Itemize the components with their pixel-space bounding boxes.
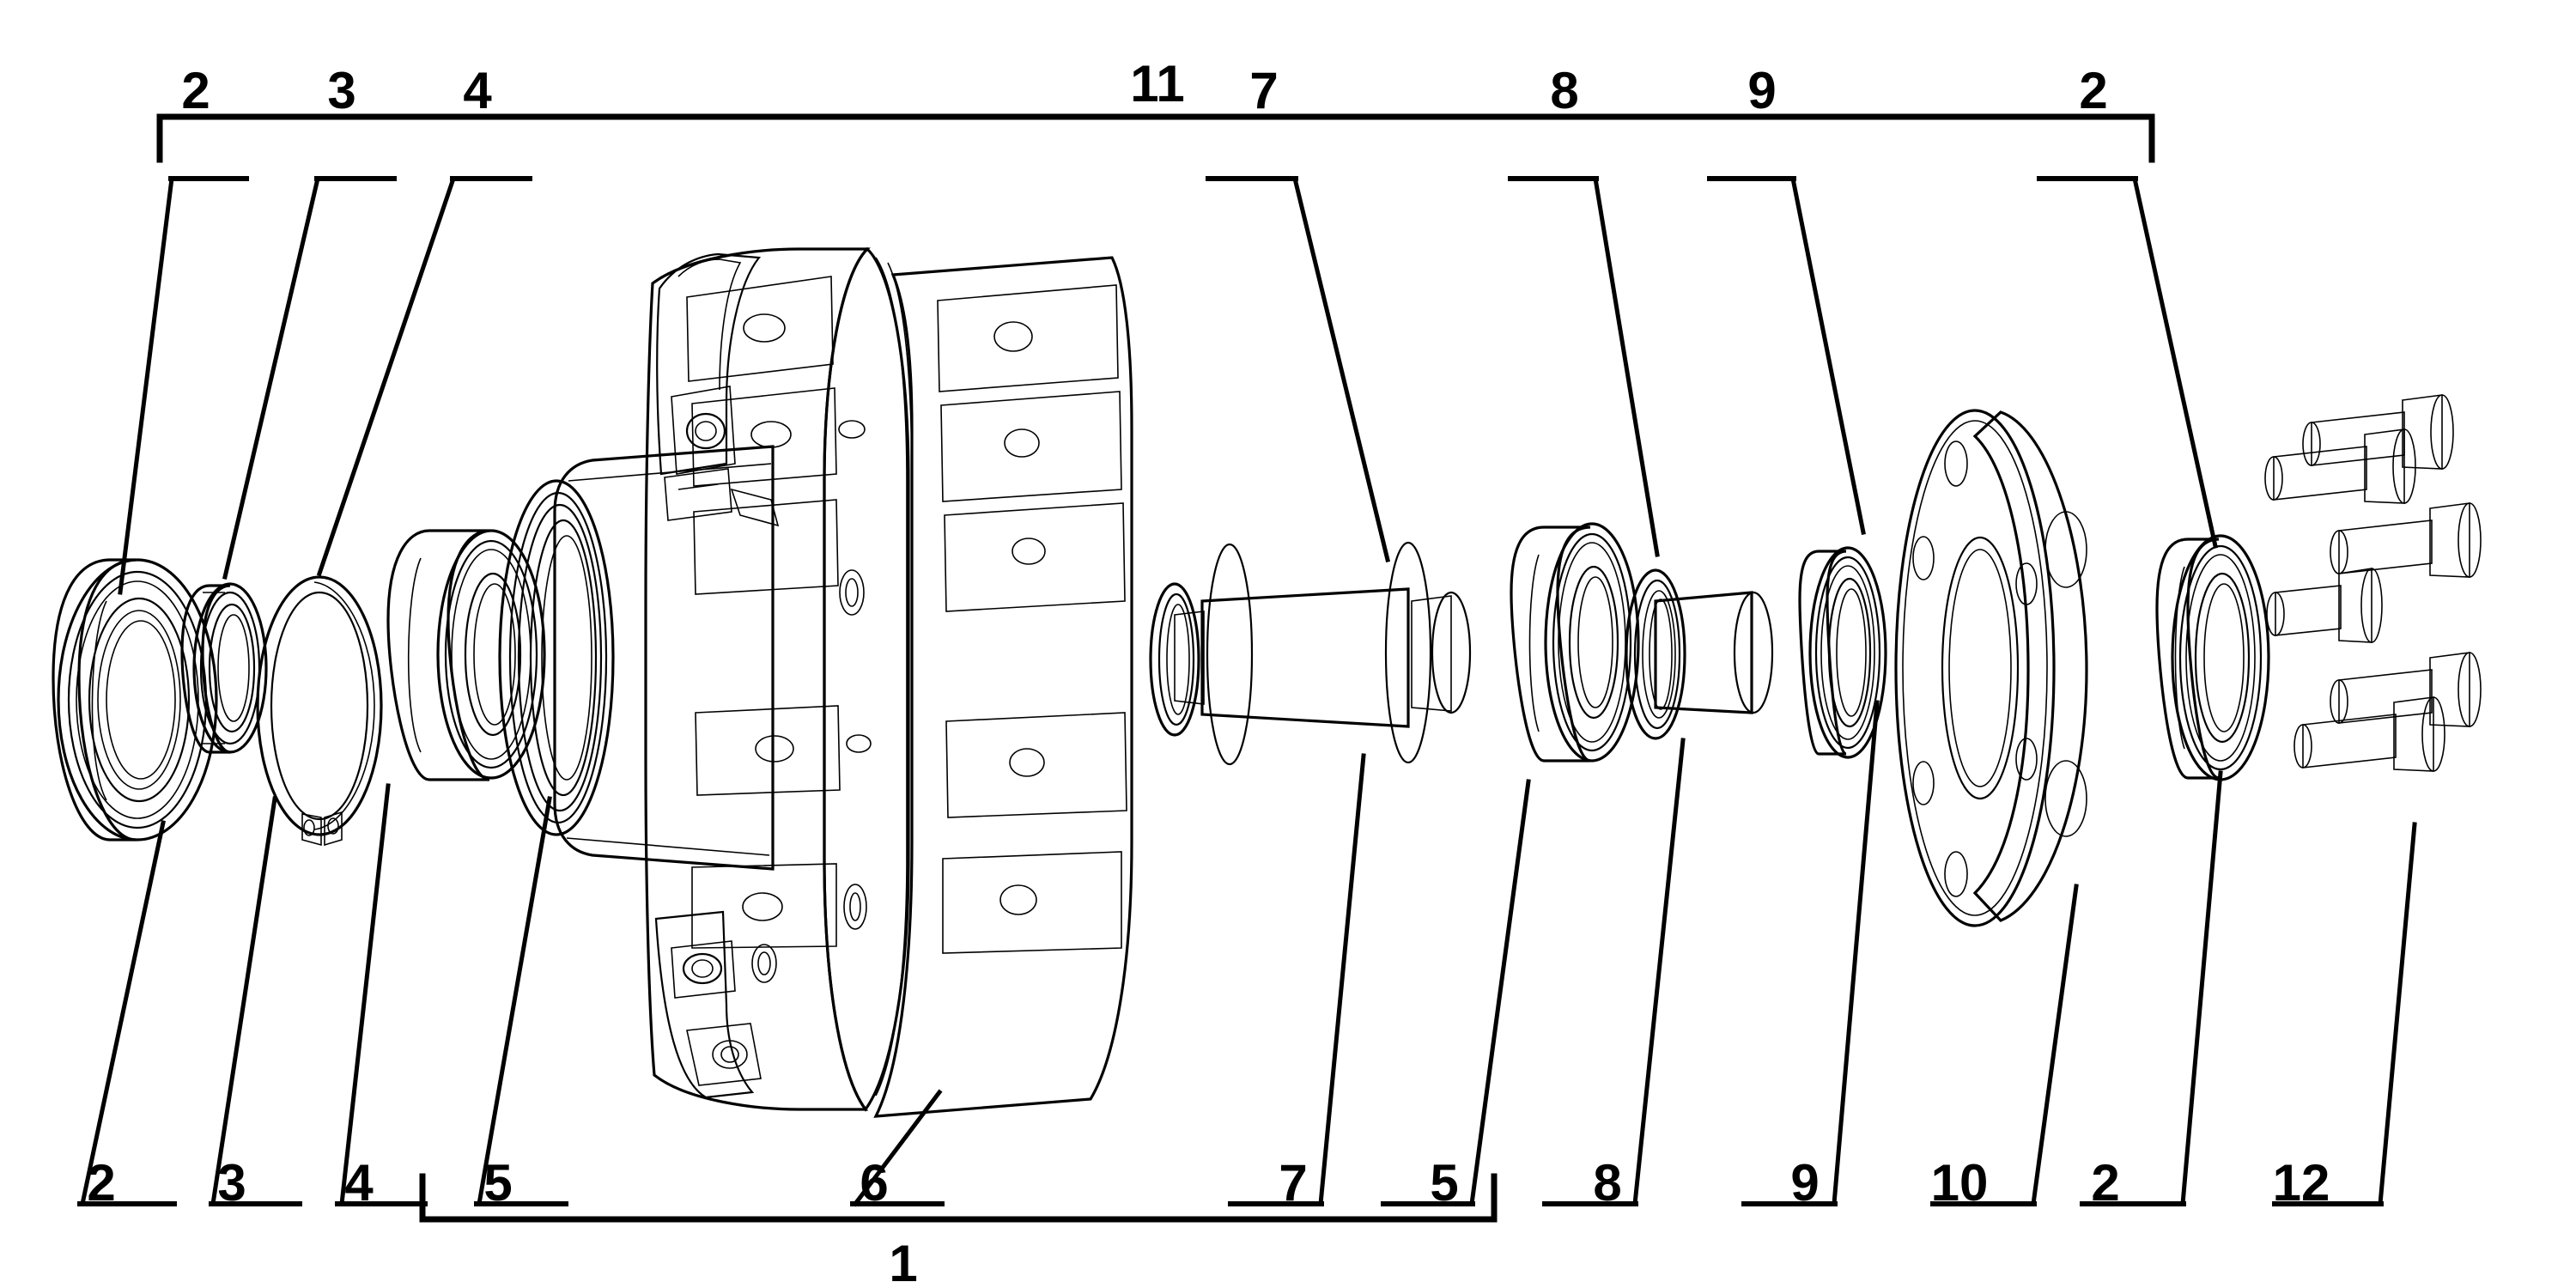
bolt [2293, 696, 2445, 772]
callout-number-2-top-0: 2 [181, 62, 210, 119]
top-assembly-bracket [156, 113, 2155, 163]
part-retaining-snap-ring [256, 575, 383, 847]
callout-leader-line [477, 796, 552, 1206]
callout-number-1: 1 [889, 1235, 917, 1288]
housing-center-boss [498, 445, 775, 871]
callout-number-7-bottom-5: 7 [1279, 1154, 1307, 1212]
callout-number-2-bottom-10: 2 [2091, 1154, 2119, 1212]
part-seal-ring [1798, 546, 1887, 759]
callout-leader-line [222, 175, 321, 580]
callout-leader-line [118, 176, 174, 595]
bottom-assembly-bracket [419, 1173, 1498, 1223]
callout-number-layer: 2 3 4 7 8 9 2 2 3 4 5 6 7 5 8 9 10 2 12 [87, 62, 2330, 1212]
bolt [2264, 428, 2416, 504]
callout-leader-line [2378, 822, 2417, 1206]
part-sleeve-with-o-rings [1149, 541, 1472, 766]
bolt [2330, 502, 2482, 578]
callout-leader-line [1318, 753, 1366, 1206]
callout-leader-line [80, 820, 166, 1206]
callout-leader-line [1632, 738, 1686, 1206]
callout-leader-line [2180, 770, 2223, 1206]
bracket-layer: 111 [156, 55, 2155, 1288]
o-ring-left [1206, 543, 1254, 766]
callout-number-4-top-2: 4 [463, 62, 492, 119]
callout-leader-line [1593, 176, 1660, 557]
callout-number-3-top-1: 3 [327, 62, 355, 119]
part-flanged-bushing [1625, 568, 1774, 740]
callout-number-7-top-3: 7 [1249, 62, 1278, 119]
callout-number-6-bottom-4: 6 [860, 1154, 888, 1212]
bolt [2302, 394, 2454, 470]
housing-lower-cutaway [654, 910, 777, 1099]
callout-number-2-top-6: 2 [2079, 62, 2107, 119]
o-ring-right [1384, 541, 1432, 764]
callout-number-10-bottom-9: 10 [1931, 1154, 1989, 1212]
housing-front-pads [686, 276, 872, 949]
flange-bolt-holes [1912, 440, 2038, 897]
callout-leaders-top [118, 175, 2218, 595]
callout-leaders-bottom [77, 700, 2417, 1207]
bolt [2266, 568, 2383, 643]
callout-number-4-bottom-2: 4 [344, 1154, 374, 1212]
callout-leader-line [2132, 176, 2218, 549]
part-inner-bearing [386, 529, 546, 781]
callout-leader-line [210, 796, 277, 1206]
callout-leader-line [1469, 779, 1531, 1206]
callout-leader-line [316, 175, 457, 577]
housing-upper-cutaway [656, 252, 780, 527]
callout-leader-line [1291, 175, 1391, 563]
part-bearing-carrier-housing [498, 246, 1133, 1118]
callout-number-8-bottom-7: 8 [1593, 1154, 1621, 1212]
part-ball-bearing-left [52, 558, 218, 841]
callout-number-11: 11 [1130, 55, 1184, 112]
callout-number-8-top-4: 8 [1550, 62, 1578, 119]
part-ball-bearing-right [2155, 534, 2270, 781]
callout-leader-line [1832, 700, 1880, 1206]
callout-number-9-top-5: 9 [1747, 62, 1776, 119]
callout-number-3-bottom-1: 3 [217, 1154, 246, 1212]
part-flange-bolt-set [2264, 394, 2482, 772]
callout-leader-line [852, 1089, 943, 1207]
callout-number-5-bottom-3: 5 [483, 1154, 512, 1212]
callout-leader-line [2031, 884, 2079, 1206]
bolt [2330, 652, 2482, 727]
callout-number-12-bottom-11: 12 [2273, 1154, 2330, 1212]
part-wheel-hub-flange [1894, 409, 2088, 927]
callout-number-9-bottom-8: 9 [1790, 1154, 1819, 1212]
housing-rear-pads [937, 284, 1127, 954]
callout-number-5-bottom-6: 5 [1430, 1154, 1458, 1212]
callout-number-2-bottom-0: 2 [87, 1154, 115, 1212]
part-spacer-bushing [180, 582, 268, 754]
callout-leader-line [1790, 176, 1866, 535]
callout-leader-line [339, 783, 391, 1206]
